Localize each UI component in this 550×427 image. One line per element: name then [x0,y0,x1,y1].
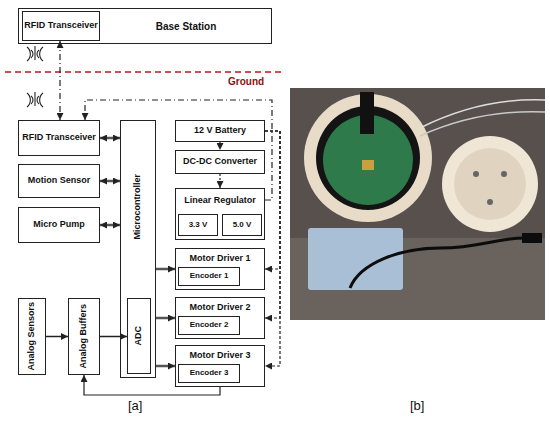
block-label: 12 V Battery [194,126,246,136]
mount-hole [487,199,493,205]
block-box: Analog Sensors [18,298,46,375]
signal-connector [85,100,272,200]
signal-connector [219,174,220,188]
power-cable [350,238,525,288]
block-label: RFID Transceiver [24,21,98,31]
block-box: Motor Driver 1 Encoder 1 [175,248,265,290]
antenna-symbol [27,46,43,61]
signal-connector [100,137,120,140]
block-label: Microcontroller [133,174,143,240]
block-label: 5.0 V [233,221,252,230]
block-box: Analog Buffers [68,298,100,375]
panel-label: [b] [410,398,424,413]
chip-part [362,160,374,170]
signal-connector [100,336,127,338]
signal-wire [420,100,545,128]
block-label: RFID Transceiver [22,133,96,143]
block-label: Motion Sensor [28,176,91,186]
block-box: Micro Pump [18,207,100,243]
block-label: Encoder 3 [190,369,229,378]
block-box: RFID Transceiver [18,120,100,156]
signal-connector [219,142,220,150]
signal-wire [420,112,545,136]
block-label: Motor Driver 2 [189,303,250,313]
block-box: Motor Driver 3 Encoder 3 [175,345,265,387]
block-box: Linear Regulator 3.3 V 5.0 V [175,188,265,240]
block-box: Base Station RFID Transceiver [18,8,272,44]
block-box: Motor Driver 2 Encoder 2 [175,297,265,339]
device-photo [290,88,545,320]
mount-hole [473,171,479,177]
signal-connector [156,317,175,320]
block-box: DC-DC Converter [175,150,265,174]
sub-block-box: RFID Transceiver [22,11,100,41]
signal-connector [100,224,120,227]
antenna-part [360,92,374,134]
block-box: 12 V Battery [175,120,265,142]
motor-mount [442,136,538,232]
block-label: Linear Regulator [184,196,256,206]
signal-connector [265,131,280,318]
block-label: ADC [134,326,144,346]
sub-block-box: Encoder 1 [178,267,240,286]
block-label: Motor Driver 3 [189,351,250,361]
block-label: Analog Sensors [27,302,37,371]
block-label: Micro Pump [33,220,85,230]
signal-connector [100,180,120,183]
block-label: Base Station [156,21,217,32]
sub-block-box: Encoder 3 [178,364,240,383]
sub-block-box: ADC [127,298,151,374]
mount-face [454,148,526,220]
signal-connector [46,336,68,338]
zone-label: Ground [228,76,264,87]
signal-connector [156,365,175,368]
block-label: DC-DC Converter [183,157,257,167]
photo-background [290,88,545,320]
signal-connector [59,41,60,120]
panel-label: [a] [128,398,142,413]
dc-jack [522,233,542,243]
sub-block-box: Encoder 2 [178,316,240,335]
signal-connector [156,268,175,271]
block-label: 3.3 V [189,221,208,230]
block-label: Motor Driver 1 [189,254,250,264]
block-label: Encoder 2 [190,321,229,330]
antenna-symbol [27,92,43,107]
block-box: MicrocontrollerADC [120,120,156,378]
block-label: Analog Buffers [79,304,89,369]
sub-block-box: 5.0 V [222,214,262,236]
block-box: Motion Sensor [18,164,100,198]
block-label: Encoder 1 [190,272,229,281]
ground-line [5,71,285,73]
sub-block-box: 3.3 V [178,214,218,236]
mount-hole [501,171,507,177]
